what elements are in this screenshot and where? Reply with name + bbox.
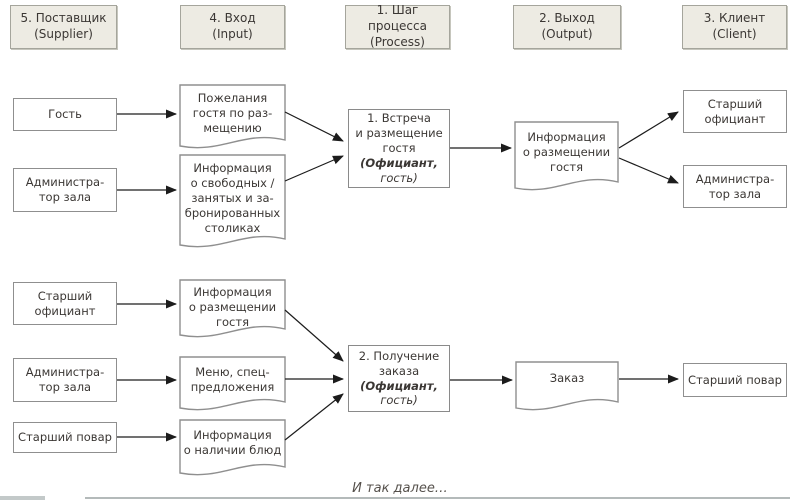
output-doc-shape-order — [515, 361, 619, 411]
and-so-on-note: И так далее… — [352, 481, 448, 496]
arrow-dishesinfo-to-process2 — [284, 393, 344, 441]
arrow-seatinfo-to-headwaiter — [618, 111, 679, 149]
process-1-title: 1. Встреча и размещение гостя — [355, 111, 443, 156]
arrow-tablesinfo-to-process1 — [284, 155, 344, 182]
column-header-supplier: 5. Поставщик (Supplier) — [10, 5, 117, 49]
process-2-title: 2. Получение заказа — [358, 348, 440, 378]
supplier-box-guest: Гость — [13, 98, 117, 131]
page-bottom-rule-left — [0, 496, 45, 500]
process-1-role-bold: (Официант, — [360, 155, 438, 170]
input-doc-shape-tables-info — [179, 154, 286, 248]
arrow-seatinfo-to-process2 — [284, 309, 344, 362]
client-box-hall-admin: Администра- тор зала — [683, 165, 787, 208]
supplier-box-hall-admin-1: Администра- тор зала — [13, 168, 117, 212]
column-header-client: 3. Клиент (Client) — [682, 5, 787, 49]
arrow-wishes-to-process1 — [284, 111, 344, 142]
column-header-input: 4. Вход (Input) — [180, 5, 285, 49]
process-2-role-bold: (Официант, — [360, 378, 438, 393]
column-header-output: 2. Выход (Output) — [513, 5, 621, 49]
output-doc-shape-seating-info — [514, 121, 619, 191]
supplier-box-hall-admin-2: Администра- тор зала — [13, 358, 117, 402]
arrow-seatinfo-to-admin — [618, 157, 679, 184]
input-doc-shape-menu — [179, 356, 286, 411]
process-box-2: 2. Получение заказа (Официант, гость) — [348, 345, 450, 412]
process-2-role-rest: гость) — [380, 393, 418, 408]
client-box-head-waiter-1: Старший официант — [683, 90, 787, 133]
process-1-role-rest: гость) — [380, 170, 418, 185]
supplier-box-head-chef: Старший повар — [13, 422, 117, 453]
client-box-head-chef: Старший повар — [683, 363, 787, 397]
input-doc-shape-guest-wishes — [179, 84, 286, 149]
page-bottom-rule — [85, 497, 790, 499]
process-box-1: 1. Встреча и размещение гостя (Официант,… — [348, 109, 450, 188]
column-header-process: 1. Шаг процесса (Process) — [345, 3, 450, 49]
supplier-box-head-waiter: Старший официант — [13, 282, 117, 325]
input-doc-shape-dishes-info — [179, 419, 286, 476]
input-doc-shape-seating-info — [179, 279, 286, 338]
